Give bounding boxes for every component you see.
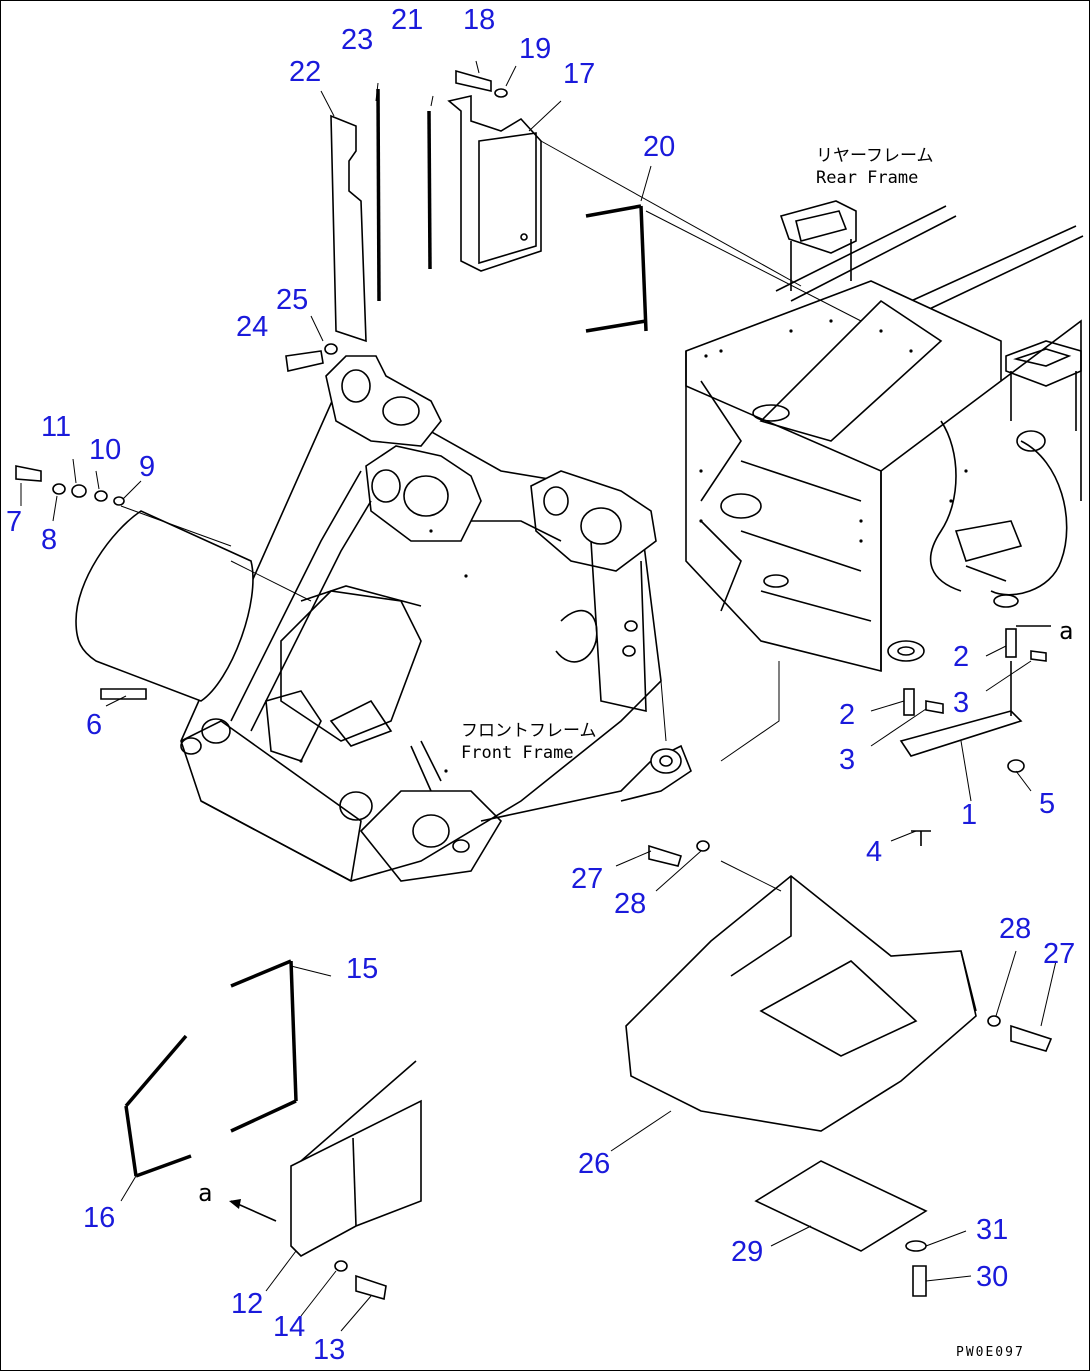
callout-27-lower: 27 — [1043, 938, 1075, 970]
part-13-bolt — [355, 1274, 387, 1301]
ref-mark-a-lower: a — [198, 1179, 212, 1207]
part-3-pin-upper — [1030, 650, 1047, 662]
callout-13: 13 — [313, 1334, 345, 1366]
callout-14: 14 — [273, 1311, 305, 1343]
drawing-id: PW0E097 — [956, 1345, 1025, 1360]
callout-2-upper: 2 — [953, 641, 969, 673]
part-30-bolt — [912, 1265, 927, 1297]
callout-8: 8 — [41, 524, 57, 556]
front-frame — [180, 355, 692, 882]
callout-16: 16 — [83, 1202, 115, 1234]
callout-24: 24 — [236, 311, 268, 343]
callout-21: 21 — [391, 4, 423, 36]
rear-frame-label-jp: リヤーフレーム — [816, 146, 933, 166]
part-16-seal — [124, 1034, 192, 1178]
part-20-seal — [585, 204, 648, 333]
part-14-washer — [334, 1260, 348, 1272]
callout-10: 10 — [89, 434, 121, 466]
part-21-strip — [427, 110, 432, 270]
callout-23: 23 — [341, 24, 373, 56]
callout-18: 18 — [463, 4, 495, 36]
callout-28-lower: 28 — [999, 913, 1031, 945]
callout-30: 30 — [976, 1261, 1008, 1293]
callout-7: 7 — [6, 506, 22, 538]
callout-22: 22 — [289, 56, 321, 88]
ref-mark-a-upper: a — [1059, 617, 1073, 645]
callout-25: 25 — [276, 284, 308, 316]
part-11-nut — [71, 484, 87, 498]
part-28-washer-lower — [987, 1015, 1001, 1027]
part-5-clip — [1007, 759, 1025, 773]
callout-4: 4 — [866, 836, 882, 868]
rear-frame-label-en: Rear Frame — [816, 168, 918, 188]
part-9-washer — [113, 496, 125, 506]
part-24-bolt — [285, 350, 324, 372]
part-27-bolt-lower — [1010, 1024, 1053, 1052]
callout-3-lower: 3 — [839, 744, 855, 776]
part-19-washer — [494, 88, 508, 98]
callout-6: 6 — [86, 709, 102, 741]
part-3-pin-lower — [925, 700, 944, 714]
callout-numbers: 1 2 2 3 3 4 5 6 7 8 9 10 11 12 13 14 15 … — [6, 4, 1075, 1366]
part-2-pin-lower — [903, 688, 915, 716]
front-frame-label-en: Front Frame — [461, 743, 574, 763]
callout-19: 19 — [519, 33, 551, 65]
part-4-pin — [911, 830, 931, 846]
callout-2-lower: 2 — [839, 699, 855, 731]
callout-12: 12 — [231, 1288, 263, 1320]
callout-26: 26 — [578, 1148, 610, 1180]
part-26-under-cover — [625, 874, 977, 1132]
part-17-cover — [447, 94, 542, 272]
leader-lines — [20, 60, 1057, 1332]
callout-28-upper: 28 — [614, 888, 646, 920]
part-25-washer — [324, 343, 338, 355]
callout-17: 17 — [563, 58, 595, 90]
callout-31: 31 — [976, 1214, 1008, 1246]
part-10-washer — [94, 490, 108, 502]
part-28-washer-upper — [696, 840, 710, 852]
part-23-strip — [376, 88, 381, 302]
part-31-washer — [905, 1240, 927, 1252]
callout-5: 5 — [1039, 788, 1055, 820]
callout-27-upper: 27 — [571, 863, 603, 895]
callout-15: 15 — [346, 953, 378, 985]
part-8-washer — [52, 483, 66, 495]
part-12-plate — [290, 1099, 422, 1257]
part-7-bolt — [15, 465, 42, 482]
part-18-bolt — [455, 69, 492, 93]
front-frame-label-jp: フロントフレーム — [461, 721, 597, 741]
part-2-pin-upper — [1005, 628, 1017, 658]
callout-29: 29 — [731, 1236, 763, 1268]
callout-1: 1 — [961, 799, 977, 831]
callout-20: 20 — [643, 131, 675, 163]
callout-9: 9 — [139, 451, 155, 483]
frame-labels: リヤーフレーム Rear Frame フロントフレーム Front Frame … — [198, 146, 1073, 1360]
part-29-plate — [754, 1160, 928, 1252]
part-15-seal — [230, 959, 298, 1133]
part-27-bolt-upper — [648, 844, 682, 867]
part-1-lock-bar — [899, 710, 1023, 757]
part-6-cover — [75, 510, 254, 702]
callout-11: 11 — [41, 411, 71, 443]
callout-3-upper: 3 — [953, 687, 969, 719]
part-22-plate — [330, 114, 367, 343]
rear-frame — [685, 200, 1084, 673]
